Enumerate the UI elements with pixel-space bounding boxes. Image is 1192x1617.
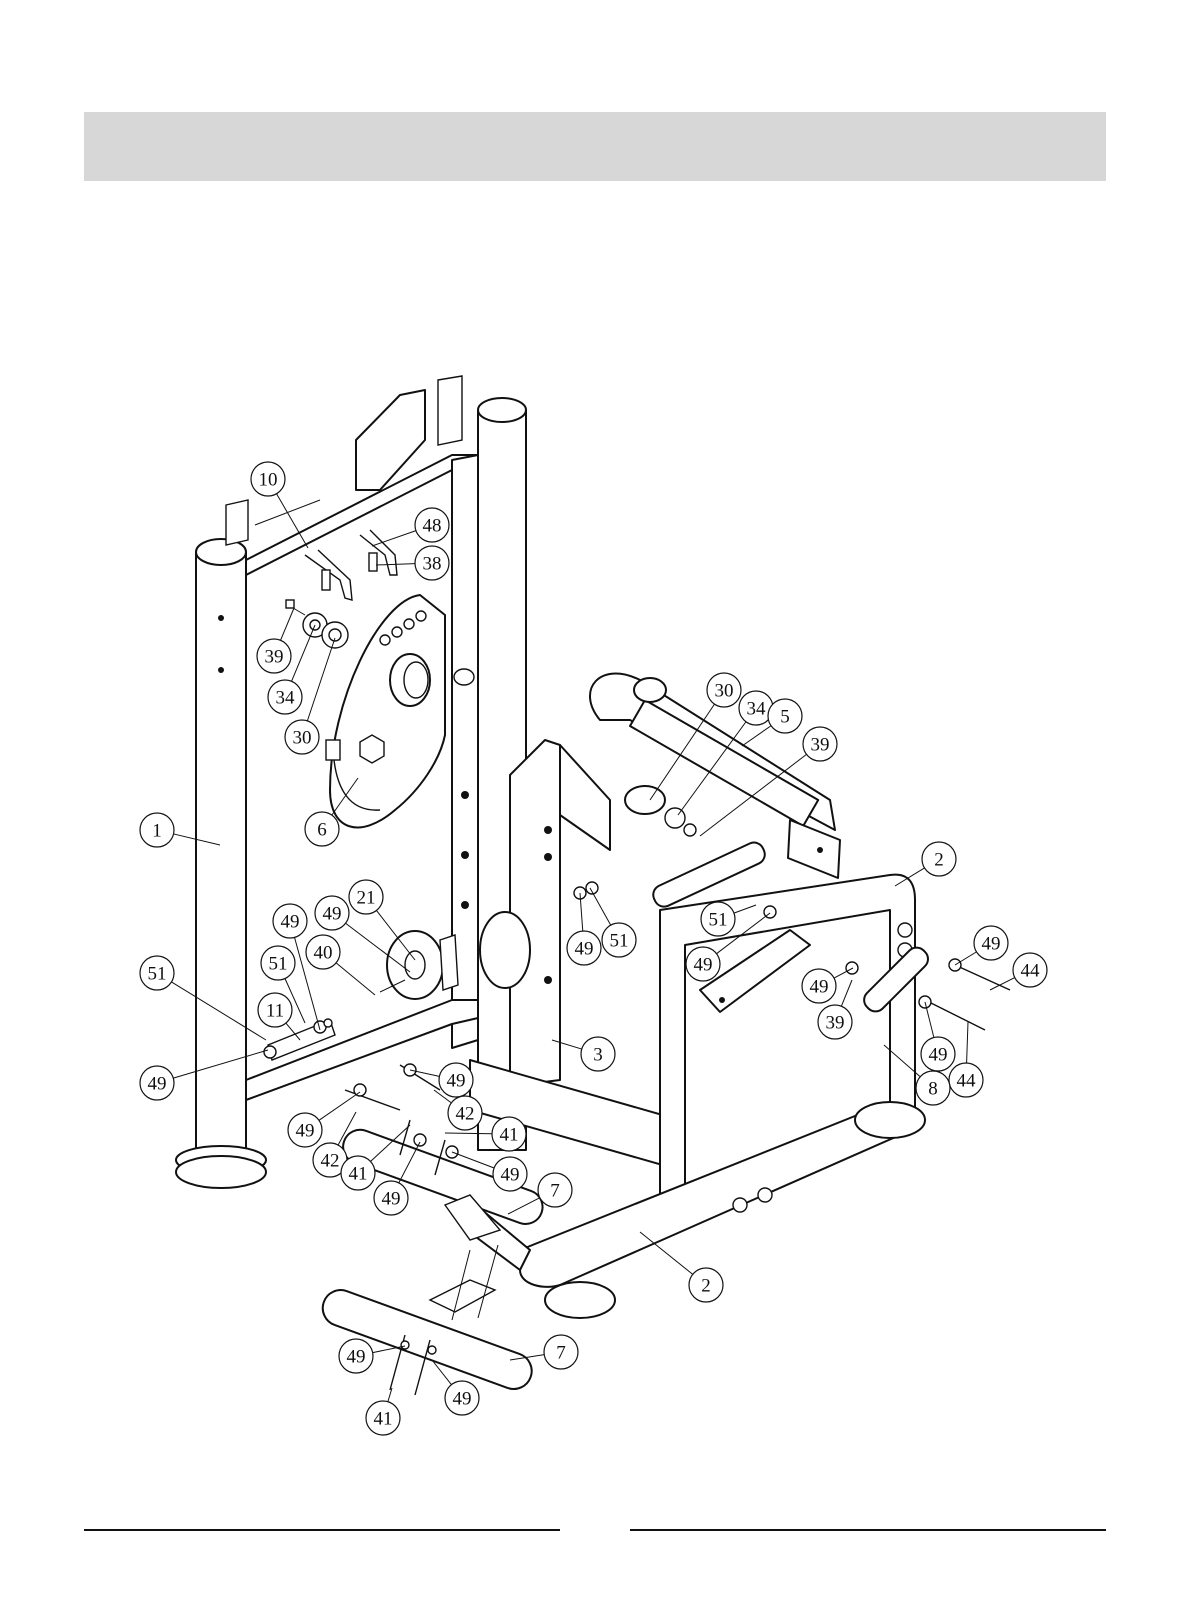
callout-c49d: 49 [567, 893, 601, 965]
upper-left-hardware [286, 600, 348, 648]
callout-label-c49d: 49 [575, 939, 594, 960]
leader-line-c51c [590, 888, 611, 925]
callout-label-c39a: 39 [265, 647, 284, 668]
callout-label-c10a: 10 [259, 470, 278, 491]
callout-label-c49b: 49 [323, 904, 342, 925]
callout-label-c51a: 51 [269, 954, 288, 975]
callout-label-c51d: 51 [709, 910, 728, 931]
callout-label-c49l: 49 [382, 1189, 401, 1210]
callout-label-c49c: 49 [148, 1074, 167, 1095]
callout-label-c49f: 49 [982, 934, 1001, 955]
leader-line-c39a [281, 608, 294, 640]
leader-line-c41c [388, 1388, 392, 1402]
callout-c49f: 49 [955, 926, 1008, 965]
callout-label-c3: 3 [593, 1045, 603, 1066]
callout-label-c38: 38 [423, 554, 442, 575]
leader-line-c38 [376, 564, 415, 565]
callout-c48: 48 [372, 508, 449, 546]
callout-label-c5: 5 [780, 707, 790, 728]
callout-label-c42a: 42 [456, 1104, 475, 1125]
leader-line-c49h [925, 1002, 934, 1038]
callout-label-c30b: 30 [715, 681, 734, 702]
callout-label-c8: 8 [928, 1079, 938, 1100]
callout-label-c39c: 39 [826, 1013, 845, 1034]
callout-label-c42b: 42 [321, 1151, 340, 1172]
leader-line-c5 [742, 726, 771, 746]
callout-label-c7b: 7 [556, 1343, 566, 1364]
callout-label-c49j: 49 [296, 1121, 315, 1142]
callout-c21: 21 [349, 880, 415, 960]
callout-label-c51c: 51 [610, 931, 629, 952]
callout-label-c30a: 30 [293, 728, 312, 749]
callout-c49i: 49 [410, 1063, 473, 1097]
leader-line-c44a [990, 978, 1015, 990]
callout-c2b: 2 [640, 1232, 723, 1302]
callout-label-c2a: 2 [934, 850, 944, 871]
callout-label-c41a: 41 [500, 1125, 519, 1146]
callout-label-c49m: 49 [347, 1347, 366, 1368]
callout-c40: 40 [306, 935, 375, 995]
leader-line-c34a [292, 625, 315, 681]
callout-label-c49e: 49 [694, 955, 713, 976]
callout-label-c2b: 2 [701, 1276, 711, 1297]
leader-line-c30a [307, 638, 335, 721]
callout-label-c44a: 44 [1021, 961, 1041, 982]
callout-label-c7a: 7 [550, 1181, 560, 1202]
callout-label-c41c: 41 [374, 1409, 393, 1430]
callout-label-c34a: 34 [276, 688, 296, 709]
callout-label-c41b: 41 [349, 1164, 368, 1185]
callout-label-c48: 48 [423, 516, 442, 537]
callout-c39a: 39 [257, 608, 294, 673]
callout-label-c49h: 49 [929, 1045, 948, 1066]
callout-c41c: 41 [366, 1388, 400, 1435]
callout-label-c44b: 44 [957, 1071, 977, 1092]
callout-c3: 3 [552, 1037, 615, 1071]
callout-label-c49a: 49 [281, 912, 300, 933]
leader-line-c39c [841, 980, 852, 1006]
callout-label-c49k: 49 [501, 1165, 520, 1186]
callout-label-c34b: 34 [747, 699, 767, 720]
callout-label-c11: 11 [266, 1001, 284, 1022]
callout-label-c49g: 49 [810, 977, 829, 998]
callout-c11: 11 [258, 993, 300, 1040]
callout-label-c6: 6 [317, 820, 327, 841]
callout-label-c21: 21 [357, 888, 376, 909]
part-21-pulley [380, 931, 458, 999]
leader-line-c49f [955, 952, 976, 965]
leader-line-c40 [336, 963, 375, 995]
callout-label-c1: 1 [152, 821, 162, 842]
leader-line-c44b [967, 1022, 968, 1063]
callout-label-c39b: 39 [811, 735, 830, 756]
callout-label-c49i: 49 [447, 1071, 466, 1092]
callout-label-c51b: 51 [148, 964, 167, 985]
footer-rule-left [84, 1529, 560, 1531]
callout-label-c49n: 49 [453, 1389, 472, 1410]
footer-rule-right [630, 1529, 1106, 1531]
callout-label-c40: 40 [314, 943, 333, 964]
